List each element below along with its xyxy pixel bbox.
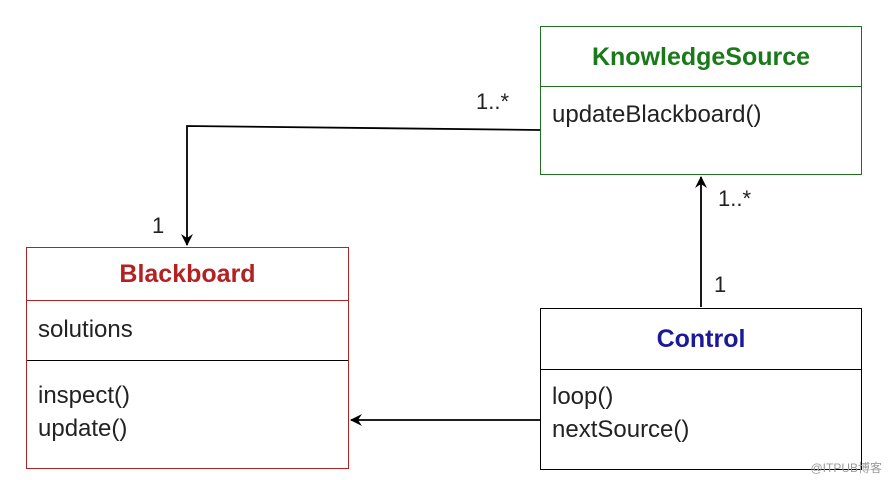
multiplicity-control-end: 1 (714, 272, 727, 297)
blackboard-title: Blackboard (27, 248, 348, 301)
knowledge-source-title: KnowledgeSource (541, 27, 861, 87)
control-class: Control loop() nextSource() (540, 308, 862, 470)
watermark: @ITPUB博客 (810, 461, 882, 475)
operation-update: update() (38, 415, 128, 442)
multiplicity-ks-end: 1..* (718, 186, 752, 211)
knowledge-source-class: KnowledgeSource updateBlackboard() (540, 26, 862, 175)
blackboard-class: Blackboard solutions inspect() update() (26, 247, 349, 469)
control-operations: loop() nextSource() (541, 370, 861, 446)
operation-loop: loop() (552, 383, 614, 410)
ks-to-blackboard-edge (181, 125, 541, 246)
blackboard-operations: inspect() update() (27, 361, 348, 445)
operation-next-source: nextSource() (552, 416, 690, 443)
control-title: Control (541, 309, 861, 370)
operation-inspect: inspect() (38, 382, 131, 409)
multiplicity-blackboard-side: 1 (152, 213, 165, 238)
attribute-solutions: solutions (38, 316, 133, 343)
knowledge-source-operations: updateBlackboard() (541, 87, 861, 131)
multiplicity-ks-side: 1..* (476, 89, 510, 114)
operation-update-blackboard: updateBlackboard() (552, 101, 762, 128)
blackboard-attributes: solutions (27, 301, 348, 361)
